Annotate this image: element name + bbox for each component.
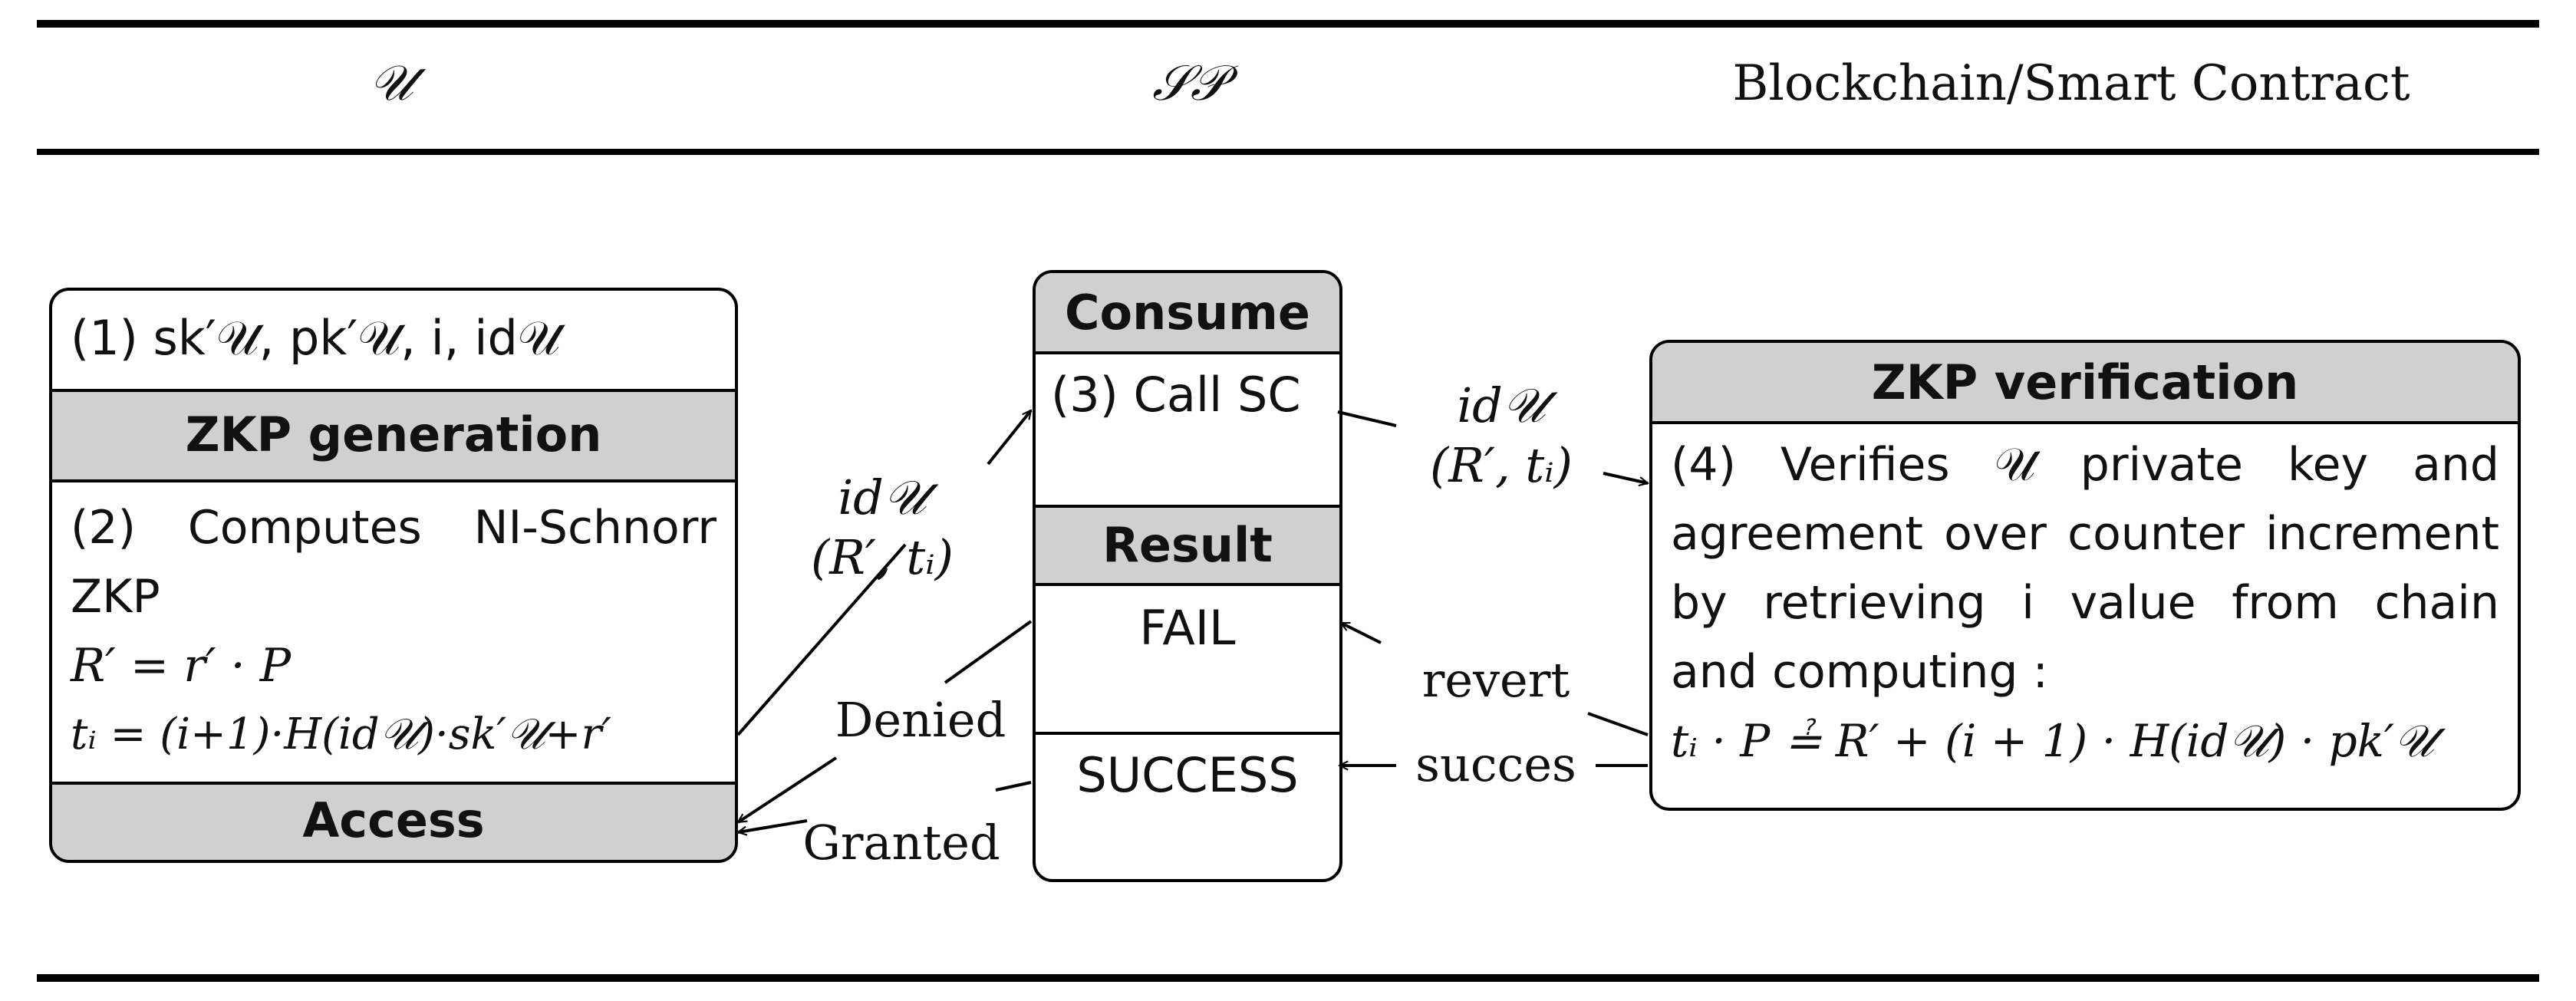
arrow-user-to-sp-head [987,410,1033,466]
user-step2-line2: ZKP [71,570,160,624]
result-header: Result [1036,505,1339,586]
label-user-to-sp-proof: (R′, tᵢ) [811,529,954,585]
access-header: Access [52,782,735,860]
arrow-sp-to-sc-tail [1337,410,1397,427]
arrow-user-to-sp [736,543,907,736]
arrow-denied-head [738,756,838,824]
label-user-to-sp: id𝒰 (R′, tᵢ) [782,468,982,588]
user-box: (1) sk′𝒰, pk′𝒰, i, id𝒰 ZKP generation (2… [49,288,738,863]
sp-step3: (3) Call SC [1036,354,1339,505]
label-succes: succes [1415,736,1576,792]
label-user-to-sp-id: id𝒰 [838,469,927,525]
chain-step4: (4) Verifies 𝒰 private key and agreement… [1652,424,2518,808]
sp-fail-text: FAIL [1139,600,1236,656]
user-step1-text: (1) sk′𝒰, pk′𝒰, i, id𝒰 [71,310,561,366]
arrow-sp-to-sc-head [1603,472,1648,483]
header-rule [37,149,2539,155]
consume-title: Consume [1065,285,1310,341]
chain-line4: and computing : [1671,645,2048,699]
chain-box: ZKP verification (4) Verifies 𝒰 private … [1649,340,2521,811]
result-title: Result [1102,517,1273,573]
zkp-generation-header: ZKP generation [52,389,735,482]
label-sp-to-sc-id: id𝒰 [1457,377,1546,433]
header-sp: 𝒮𝒫 [1152,55,1226,112]
label-sp-to-sc-proof: (R′, tᵢ) [1430,437,1573,493]
consume-header: Consume [1036,273,1339,354]
user-step2: (2) Computes NI-Schnorr ZKP R′ = r′ · P … [52,482,735,782]
sp-success-text: SUCCESS [1076,747,1299,803]
user-step1: (1) sk′𝒰, pk′𝒰, i, id𝒰 [52,291,735,389]
label-revert: revert [1421,652,1570,708]
zkp-verification-header: ZKP verification [1652,343,2518,424]
user-step2-line4: tᵢ = (i+1)·H(id𝒰)·sk′𝒰+r′ [71,710,611,759]
header-user: 𝒰 [369,55,413,112]
chain-line5: tᵢ · P ≟ R′ + (i + 1) · H(id𝒰) · pk′𝒰 [1671,715,2435,767]
zkp-verification-title: ZKP verification [1871,354,2299,410]
arrow-denied-tail [944,620,1033,684]
sp-box: Consume (3) Call SC Result FAIL SUCCESS [1033,270,1342,882]
arrow-revert-tail [1587,712,1649,736]
user-step2-line1: (2) Computes NI-Schnorr [71,501,716,555]
chain-line1: (4) Verifies 𝒰 private key and [1671,438,2499,492]
top-rule [37,20,2539,28]
chain-line2: agreement over counter increment [1671,507,2499,561]
arrow-granted-head [738,819,808,832]
sp-step3-text: (3) Call SC [1051,367,1301,423]
arrow-granted-tail [995,781,1032,792]
access-title: Access [302,792,485,848]
sp-fail-section: FAIL [1036,586,1339,732]
label-sp-to-sc: id𝒰 (R′, tᵢ) [1398,376,1605,496]
arrow-revert-head [1341,621,1382,644]
sp-success-section: SUCCESS [1036,732,1339,879]
zkp-generation-title: ZKP generation [185,407,602,463]
bottom-rule [37,974,2539,982]
label-denied: Denied [835,692,1006,748]
chain-line3: by retrieving i value from chain [1671,576,2499,630]
header-blockchain: Blockchain/Smart Contract [1732,55,2410,112]
user-step2-line3: R′ = r′ · P [71,639,292,693]
label-granted: Granted [802,815,1000,871]
